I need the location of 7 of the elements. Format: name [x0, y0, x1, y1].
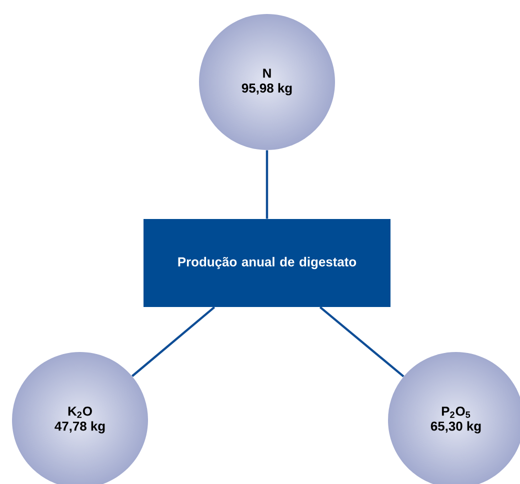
connector-line — [319, 306, 404, 378]
sphere: N 95,98 kg — [242, 68, 292, 96]
process-box: Produção anual de digestato — [144, 219, 390, 307]
connector-line — [132, 306, 216, 377]
sphere: P$_{2}$O$_{5}$ 65,30 kg — [430, 406, 481, 434]
connector-line — [266, 150, 268, 219]
sphere: K$_{2}$O 47,78 kg — [54, 406, 105, 434]
